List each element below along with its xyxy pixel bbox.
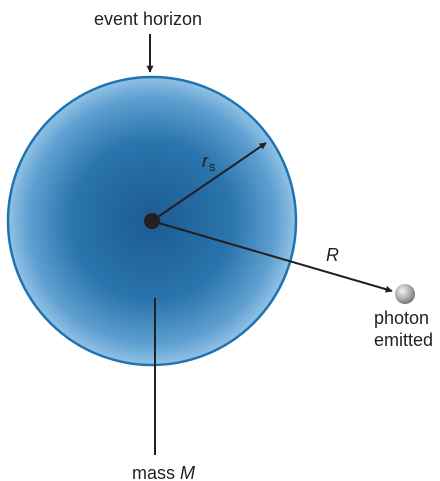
photon-label-line2: emitted — [374, 330, 433, 352]
rs-symbol: r — [202, 151, 208, 171]
mass-label: mass M — [132, 464, 195, 481]
radius-R-label: R — [326, 246, 339, 264]
rs-subscript: s — [209, 159, 216, 174]
photon-emitted-label: photon emitted — [374, 308, 433, 352]
mass-symbol: M — [180, 463, 195, 481]
schwarzschild-radius-label: rs — [202, 152, 216, 170]
center-point — [144, 213, 160, 229]
photon-dot — [395, 284, 415, 304]
photon-label-line1: photon — [374, 308, 433, 330]
event-horizon-label: event horizon — [94, 10, 202, 28]
mass-text: mass — [132, 463, 175, 481]
